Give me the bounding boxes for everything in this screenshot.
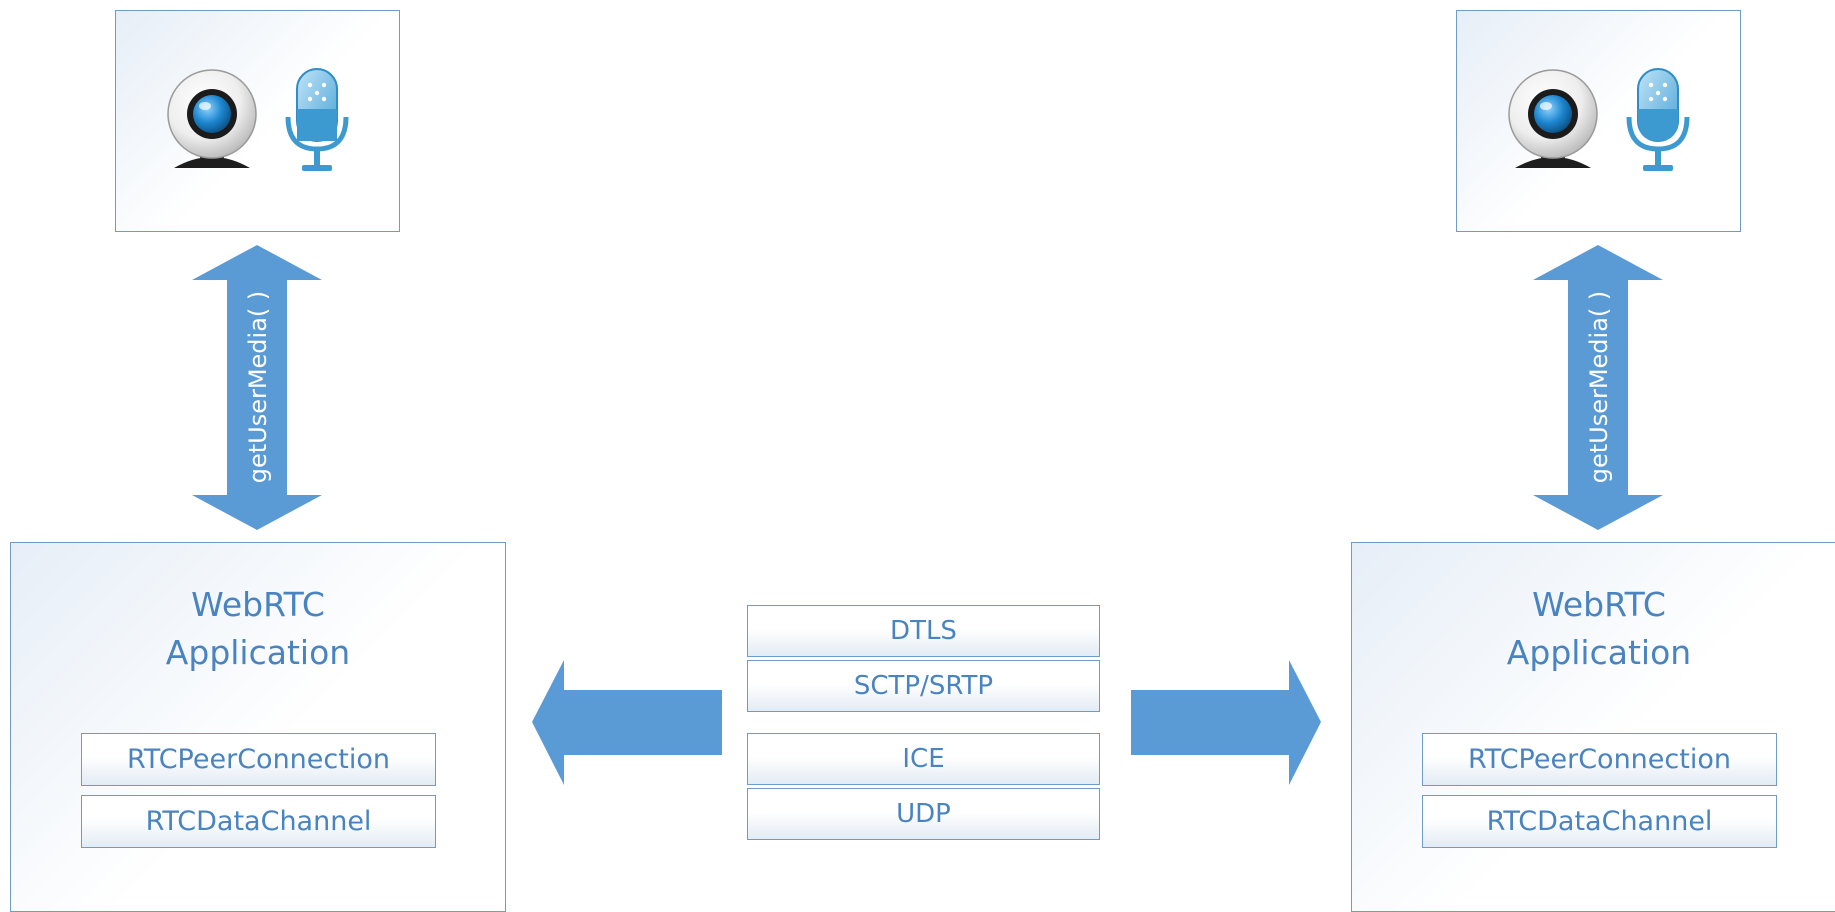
microphone-icon [1626, 68, 1689, 171]
left-media-devices-box [115, 10, 400, 232]
webcam-icon [1507, 69, 1598, 168]
protocol-udp: UDP [747, 788, 1100, 840]
left-app-title-line1: WebRTC [191, 585, 325, 624]
left-rtcpeerconnection: RTCPeerConnection [81, 733, 436, 786]
right-app-title-line2: Application [1506, 633, 1692, 672]
protocol-sctp-srtp: SCTP/SRTP [747, 660, 1100, 712]
left-webrtc-application-box: WebRTC Application RTCPeerConnection RTC… [10, 542, 506, 912]
left-horizontal-arrow [532, 660, 722, 785]
right-webrtc-application-box: WebRTC Application RTCPeerConnection RTC… [1351, 542, 1835, 912]
microphone-icon [285, 68, 348, 171]
right-rtcpeerconnection: RTCPeerConnection [1422, 733, 1777, 786]
right-getusermedia-label: getUserMedia( ) [1585, 291, 1613, 484]
right-app-title-line1: WebRTC [1532, 585, 1666, 624]
left-getusermedia-arrow: getUserMedia( ) [192, 245, 322, 530]
webcam-icon [166, 69, 257, 168]
left-getusermedia-label: getUserMedia( ) [244, 291, 272, 484]
right-getusermedia-arrow: getUserMedia( ) [1533, 245, 1663, 530]
right-media-devices-box [1456, 10, 1741, 232]
protocol-ice: ICE [747, 733, 1100, 785]
left-rtcdatachannel: RTCDataChannel [81, 795, 436, 848]
right-rtcdatachannel: RTCDataChannel [1422, 795, 1777, 848]
protocol-dtls: DTLS [747, 605, 1100, 657]
left-app-title-line2: Application [165, 633, 351, 672]
right-horizontal-arrow [1131, 660, 1321, 785]
